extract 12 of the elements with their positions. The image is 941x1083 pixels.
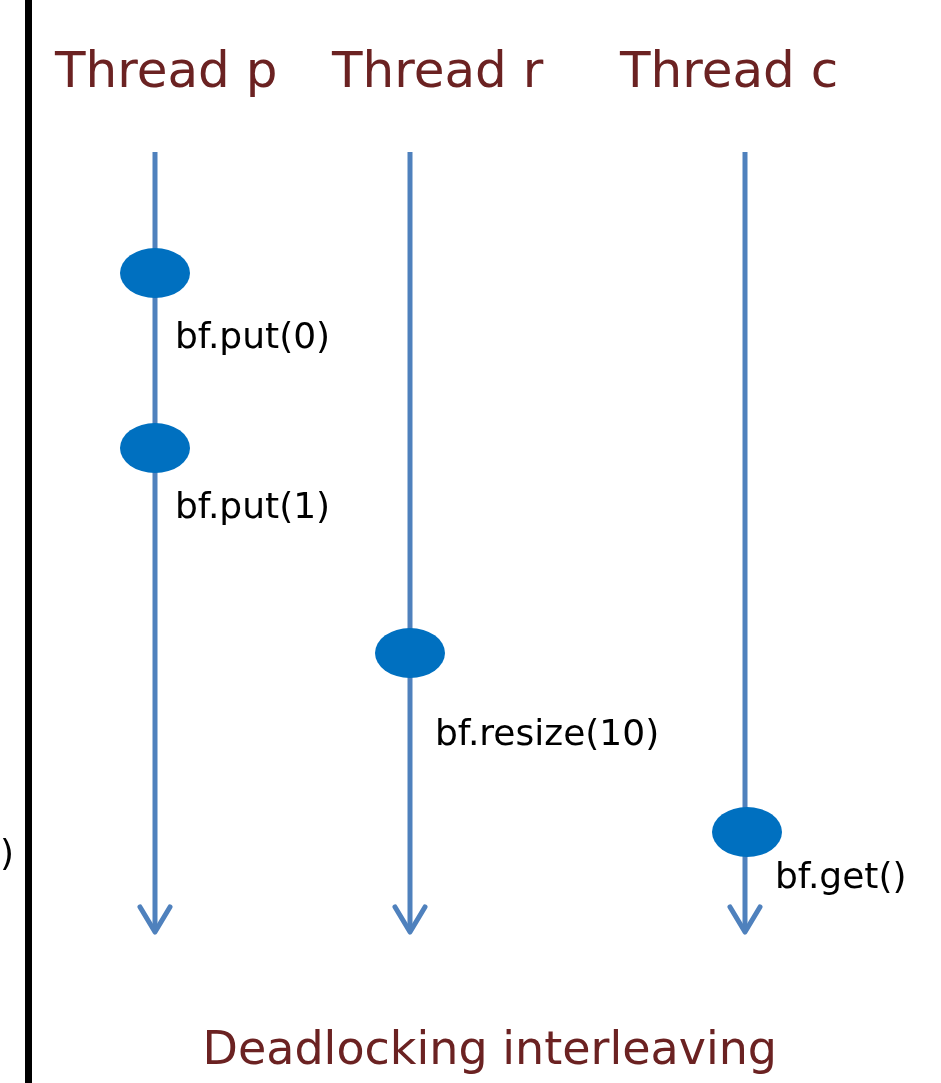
event-dot	[120, 423, 190, 473]
event-label: bf.put(0)	[175, 318, 331, 354]
event-label: bf.put(1)	[175, 488, 331, 524]
event-label: bf.resize(10)	[435, 715, 660, 751]
event-dot	[712, 807, 782, 857]
thread-heading: Thread c	[620, 45, 839, 95]
thread-heading: Thread r	[332, 45, 544, 95]
thread-heading: Thread p	[55, 45, 278, 95]
event-dot	[375, 628, 445, 678]
event-dot	[120, 248, 190, 298]
event-label: bf.get()	[775, 858, 907, 894]
cut-off-text: )	[0, 835, 15, 871]
